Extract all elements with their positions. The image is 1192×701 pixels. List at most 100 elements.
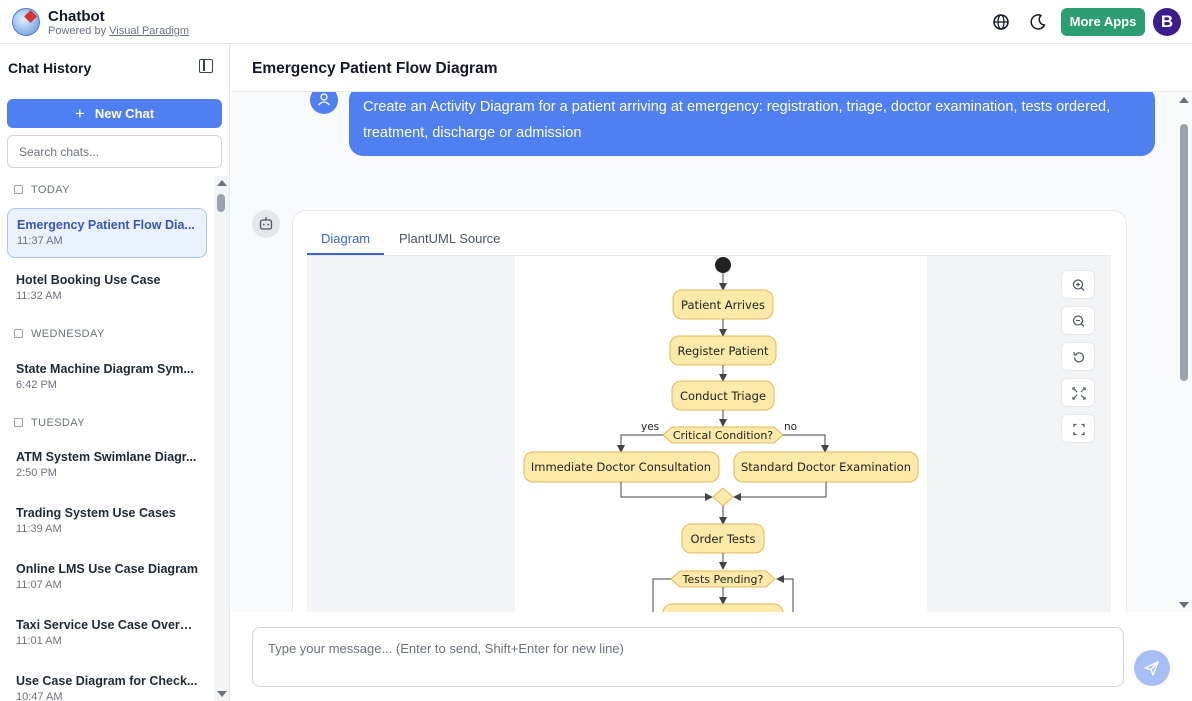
chat-item[interactable]: Use Case Diagram for Check... 10:47 AM: [7, 665, 207, 701]
action-conduct-triage: Conduct Triage: [671, 380, 775, 411]
fullscreen-button[interactable]: [1061, 414, 1095, 443]
chat-item-time: 11:01 AM: [16, 635, 62, 647]
fit-view-button[interactable]: [1061, 378, 1095, 407]
zoom-out-icon: [1072, 315, 1085, 327]
calendar-icon: [14, 185, 23, 194]
reset-view-button[interactable]: [1061, 342, 1095, 371]
zoom-in-button[interactable]: [1061, 270, 1095, 299]
user-avatar[interactable]: B: [1153, 8, 1181, 36]
svg-text:Order Tests: Order Tests: [691, 532, 756, 546]
action-patient-arrives: Patient Arrives: [672, 289, 774, 320]
flow-arrow: [617, 434, 663, 453]
message-composer: [231, 612, 1192, 701]
user-icon: [318, 93, 330, 106]
svg-text:Tests Pending?: Tests Pending?: [682, 573, 764, 586]
fullscreen-icon: [1073, 423, 1085, 436]
scroll-down-icon[interactable]: [1179, 602, 1189, 608]
top-bar: Chatbot Powered by Visual Paradigm More …: [0, 0, 1192, 44]
chat-item[interactable]: Taxi Service Use Case Overvi... 11:01 AM: [7, 609, 207, 659]
section-tuesday: TUESDAY: [14, 417, 85, 429]
moon-icon[interactable]: [1028, 12, 1048, 32]
flow-arrow: [620, 482, 713, 501]
chat-item-title: Taxi Service Use Case Overvi...: [16, 618, 198, 632]
action-standard-examination: Standard Doctor Examination: [733, 451, 919, 483]
plus-icon: +: [74, 104, 85, 123]
new-chat-button[interactable]: + New Chat: [7, 99, 222, 128]
chat-item-title: Hotel Booking Use Case: [16, 273, 161, 287]
flow-arrow: [652, 578, 671, 612]
section-label: TODAY: [31, 184, 70, 196]
svg-text:Critical Condition?: Critical Condition?: [673, 429, 773, 442]
chat-item-time: 2:50 PM: [16, 467, 57, 479]
scroll-up-icon[interactable]: [1179, 97, 1189, 103]
chat-item[interactable]: Trading System Use Cases 11:39 AM: [7, 497, 207, 547]
section-today: TODAY: [14, 184, 70, 196]
new-chat-label: New Chat: [94, 106, 155, 121]
more-apps-button[interactable]: More Apps: [1061, 8, 1145, 36]
globe-icon[interactable]: [991, 12, 1011, 32]
flow-arrow: [733, 482, 827, 501]
chat-item-time: 11:39 AM: [16, 523, 62, 535]
tab-diagram[interactable]: Diagram: [307, 231, 385, 255]
chat-item-title: Online LMS Use Case Diagram: [16, 562, 198, 576]
diagram-canvas[interactable]: Patient Arrives Register Patient Conduct…: [307, 256, 1111, 612]
action-order-tests: Order Tests: [681, 523, 765, 554]
activity-diagram: Patient Arrives Register Patient Conduct…: [523, 257, 919, 612]
sidebar-scrollbar[interactable]: [214, 176, 229, 701]
chat-item-time: 11:32 AM: [16, 290, 62, 302]
message-input[interactable]: [252, 627, 1124, 687]
conversation-header: Emergency Patient Flow Diagram: [231, 44, 1192, 92]
chat-item-title: Emergency Patient Flow Dia...: [17, 218, 195, 232]
flow-arrow: [783, 434, 829, 453]
scrollbar-thumb[interactable]: [1180, 124, 1188, 381]
sidebar-toggle-icon[interactable]: [199, 59, 213, 73]
calendar-icon: [14, 418, 23, 427]
chat-history-list: TODAY Emergency Patient Flow Dia... 11:3…: [0, 176, 214, 701]
user-message-bubble: Create an Activity Diagram for a patient…: [349, 92, 1155, 156]
decision-critical-condition: Critical Condition?: [662, 426, 784, 444]
svg-text:Immediate Doctor Consultation: Immediate Doctor Consultation: [531, 460, 711, 474]
chat-item[interactable]: ATM System Swimlane Diagr... 2:50 PM: [7, 441, 207, 491]
chat-scrollbar[interactable]: [1176, 92, 1192, 612]
user-message-avatar: [310, 92, 338, 114]
scroll-up-icon[interactable]: [217, 180, 227, 186]
bot-icon: [259, 217, 273, 230]
tab-divider: [307, 255, 1111, 256]
powered-prefix: Powered by: [48, 25, 107, 37]
send-button[interactable]: [1134, 650, 1170, 686]
calendar-icon: [14, 329, 23, 338]
no-label: no: [784, 421, 797, 433]
scroll-down-icon[interactable]: [217, 691, 227, 697]
chat-history-title: Chat History: [8, 60, 92, 76]
chat-item-title: ATM System Swimlane Diagr...: [16, 450, 197, 464]
merge-node: [712, 487, 734, 507]
app-title: Chatbot: [48, 8, 105, 25]
chat-item-time: 10:47 AM: [16, 691, 63, 701]
chat-item[interactable]: State Machine Diagram Sym... 6:42 PM: [7, 353, 207, 403]
section-label: TUESDAY: [31, 417, 85, 429]
action-register-patient: Register Patient: [669, 335, 777, 366]
scrollbar-thumb[interactable]: [217, 194, 225, 212]
chat-item[interactable]: Online LMS Use Case Diagram 11:07 AM: [7, 553, 207, 603]
diagram-card: Diagram PlantUML Source Pa: [292, 210, 1127, 612]
chat-item-title: Trading System Use Cases: [16, 506, 176, 520]
section-wednesday: WEDNESDAY: [14, 328, 105, 340]
tab-plantuml-source[interactable]: PlantUML Source: [399, 231, 501, 246]
app-logo-icon: [12, 8, 40, 36]
yes-label: yes: [641, 421, 659, 433]
chat-item[interactable]: Hotel Booking Use Case 11:32 AM: [7, 264, 207, 314]
search-chats-input[interactable]: [7, 135, 222, 168]
decision-tests-pending: Tests Pending?: [670, 570, 776, 588]
chat-item[interactable]: Emergency Patient Flow Dia... 11:37 AM: [7, 208, 207, 258]
svg-text:Register Patient: Register Patient: [677, 344, 769, 358]
diagram-paper: Patient Arrives Register Patient Conduct…: [515, 256, 927, 612]
conversation-title: Emergency Patient Flow Diagram: [252, 60, 498, 77]
start-node: [715, 257, 731, 273]
zoom-in-icon: [1072, 279, 1085, 291]
chat-item-title: State Machine Diagram Sym...: [16, 362, 194, 376]
visual-paradigm-link[interactable]: Visual Paradigm: [109, 25, 190, 37]
powered-by: Powered by Visual Paradigm: [48, 25, 189, 37]
zoom-out-button[interactable]: [1061, 306, 1095, 335]
sidebar: Chat History + New Chat TODAY Emergency P…: [0, 44, 230, 701]
chat-item-time: 6:42 PM: [16, 379, 57, 391]
